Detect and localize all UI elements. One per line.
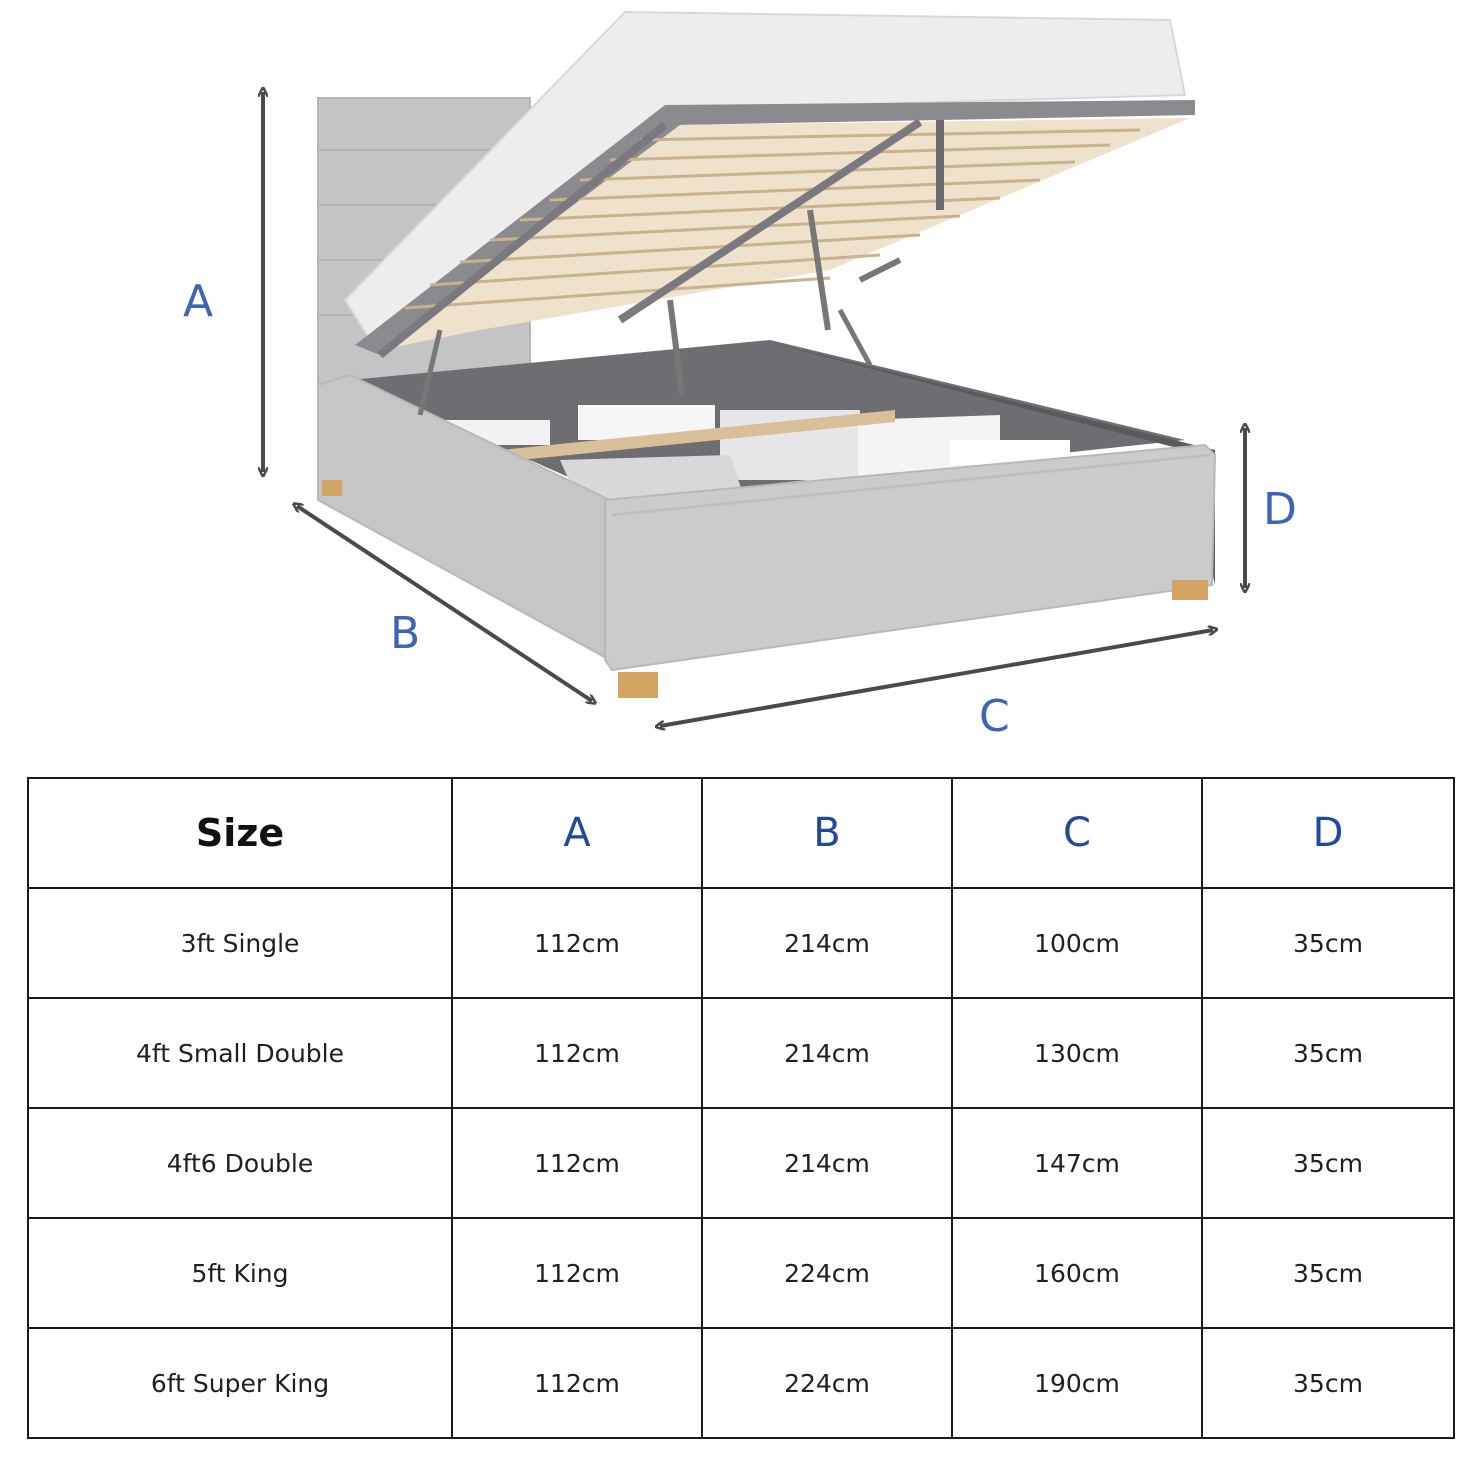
- dimension-label-a: A: [183, 276, 214, 327]
- cell-d: 35cm: [1201, 887, 1455, 999]
- header-d: D: [1201, 777, 1455, 889]
- table-row: 4ft Small Double 112cm 214cm 130cm 35cm: [27, 997, 1455, 1109]
- dimension-label-d: D: [1263, 484, 1297, 535]
- cell-b: 224cm: [701, 1327, 953, 1439]
- table-row: 4ft6 Double 112cm 214cm 147cm 35cm: [27, 1107, 1455, 1219]
- cell-size: 5ft King: [27, 1217, 453, 1329]
- arrow-b: [297, 506, 592, 701]
- cell-c: 147cm: [951, 1107, 1203, 1219]
- bed-dimension-diagram: A B C D: [0, 10, 1480, 770]
- cell-size: 4ft Small Double: [27, 997, 453, 1109]
- cell-b: 214cm: [701, 997, 953, 1109]
- cell-b: 214cm: [701, 887, 953, 999]
- arrow-c: [660, 630, 1213, 726]
- cell-d: 35cm: [1201, 1107, 1455, 1219]
- cell-b: 224cm: [701, 1217, 953, 1329]
- table-row: 6ft Super King 112cm 224cm 190cm 35cm: [27, 1327, 1455, 1439]
- cell-d: 35cm: [1201, 1327, 1455, 1439]
- cell-a: 112cm: [451, 887, 703, 999]
- table-row: 3ft Single 112cm 214cm 100cm 35cm: [27, 887, 1455, 999]
- dimension-label-b: B: [390, 608, 421, 659]
- cell-c: 160cm: [951, 1217, 1203, 1329]
- cell-c: 130cm: [951, 997, 1203, 1109]
- cell-c: 190cm: [951, 1327, 1203, 1439]
- cell-b: 214cm: [701, 1107, 953, 1219]
- cell-a: 112cm: [451, 1217, 703, 1329]
- header-c: C: [951, 777, 1203, 889]
- dimension-label-c: C: [979, 691, 1010, 742]
- header-size: Size: [27, 777, 453, 889]
- cell-d: 35cm: [1201, 997, 1455, 1109]
- size-dimension-table: Size A B C D 3ft Single 112cm 214cm 100c…: [27, 777, 1455, 1439]
- bed-legs: [322, 480, 1208, 698]
- cell-d: 35cm: [1201, 1217, 1455, 1329]
- lifted-base: [343, 10, 1195, 416]
- dimension-arrows: [263, 92, 1245, 726]
- cell-size: 4ft6 Double: [27, 1107, 453, 1219]
- cell-a: 112cm: [451, 1327, 703, 1439]
- cell-a: 112cm: [451, 997, 703, 1109]
- bed-illustration: [0, 10, 1480, 770]
- cell-a: 112cm: [451, 1107, 703, 1219]
- table-row: 5ft King 112cm 224cm 160cm 35cm: [27, 1217, 1455, 1329]
- table-header-row: Size A B C D: [27, 777, 1455, 889]
- header-a: A: [451, 777, 703, 889]
- header-b: B: [701, 777, 953, 889]
- cell-c: 100cm: [951, 887, 1203, 999]
- cell-size: 6ft Super King: [27, 1327, 453, 1439]
- cell-size: 3ft Single: [27, 887, 453, 999]
- storage-compartment: [350, 340, 1185, 505]
